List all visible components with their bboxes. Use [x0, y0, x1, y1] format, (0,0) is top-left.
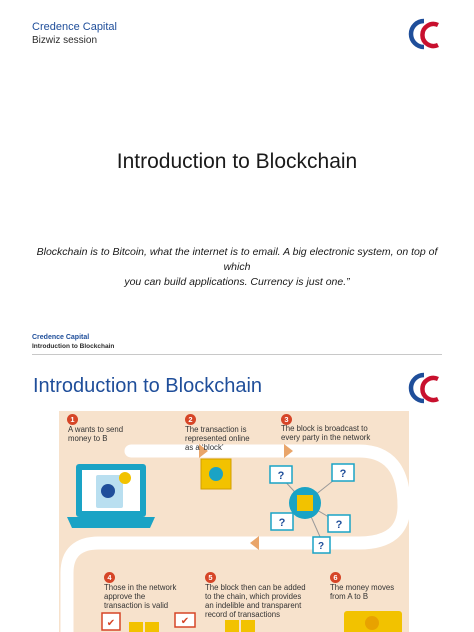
network-node: ? [327, 514, 351, 533]
wallet-icon [344, 611, 402, 632]
step-number: 3 [281, 414, 292, 425]
step-text-line: The block then can be added [205, 583, 306, 592]
quote-line: you can build applications. Currency is … [124, 276, 350, 288]
brand-name: Credence Capital [32, 334, 90, 341]
node-glyph: ? [279, 517, 286, 529]
node-glyph: ? [340, 468, 347, 480]
step-2-text: The transaction is represented online as… [185, 425, 250, 452]
credence-capital-logo [408, 372, 439, 404]
step-number: 5 [205, 572, 216, 583]
block-icon [200, 458, 232, 490]
step-number: 2 [185, 414, 196, 425]
slide-title: Introduction to Blockchain [116, 150, 358, 173]
step-text-line: an indelible and transparent [205, 601, 302, 610]
approval-node: ✔ [101, 612, 121, 631]
step-text-line: The money moves [330, 583, 395, 592]
step-text-line: money to B [68, 434, 108, 443]
arrow-right-icon [199, 444, 208, 458]
session-name: Bizwiz session [32, 35, 98, 46]
approval-node: ✔ [174, 612, 196, 628]
step-text-line: A wants to send [68, 425, 124, 434]
step-text-line: Those in the network [104, 583, 177, 592]
step-text-line: record of transactions [205, 610, 280, 619]
step-text-line: as a ‘block’ [185, 443, 224, 452]
step-1-text: A wants to send money to B [68, 425, 123, 443]
node-glyph: ? [278, 470, 285, 482]
node-glyph: ? [336, 519, 343, 531]
step-4-text: Those in the network approve the transac… [104, 583, 176, 610]
step-5-text: The block then can be added to the chain… [205, 583, 306, 619]
network-node: ? [270, 512, 294, 531]
diagram-artwork: ? ? ? ? ? ✔ [60, 444, 409, 632]
arrow-left-icon [250, 536, 259, 550]
check-icon: ✔ [181, 616, 189, 627]
title-slide: Credence Capital Bizwiz session Introduc… [30, 18, 444, 290]
step-text-line: transaction is valid [104, 601, 169, 610]
slide-title: Introduction to Blockchain [33, 375, 263, 397]
step-text-line: The transaction is [185, 425, 247, 434]
flow-path [60, 444, 409, 632]
step-3-text: The block is broadcast to every party in… [281, 424, 370, 442]
credence-capital-logo [408, 18, 439, 50]
step-text-line: from A to B [330, 592, 369, 601]
step-text-line: represented online [185, 434, 250, 443]
brand-name: Credence Capital [32, 21, 117, 33]
blockchain-process-diagram: ? ? ? ? ? ✔ [59, 411, 409, 632]
network-node: ? [269, 465, 293, 484]
network-node: ? [312, 536, 331, 554]
header-divider [32, 354, 442, 355]
blockchain-quote: Blockchain is to Bitcoin, what the inter… [30, 245, 444, 290]
block-chain-icon [129, 620, 255, 632]
network-icon [280, 472, 344, 540]
laptop-icon [67, 464, 155, 528]
check-icon: ✔ [107, 618, 115, 629]
content-slide: Credence Capital Introduction to Blockch… [0, 330, 474, 632]
step-number: 1 [67, 414, 78, 425]
step-text-line: The block is broadcast to [281, 424, 368, 433]
network-node: ? [331, 463, 355, 482]
section-name: Introduction to Blockchain [32, 343, 115, 350]
step-text-line: approve the [104, 592, 146, 601]
step-number: 6 [330, 572, 341, 583]
step-number: 4 [104, 572, 115, 583]
step-text-line: to the chain, which provides [205, 592, 302, 601]
arrow-right-icon [284, 444, 293, 458]
node-glyph: ? [318, 541, 324, 552]
step-text-line: every party in the network [281, 433, 371, 442]
quote-line: Blockchain is to Bitcoin, what the inter… [36, 246, 438, 273]
step-6-text: The money moves from A to B [330, 583, 394, 601]
